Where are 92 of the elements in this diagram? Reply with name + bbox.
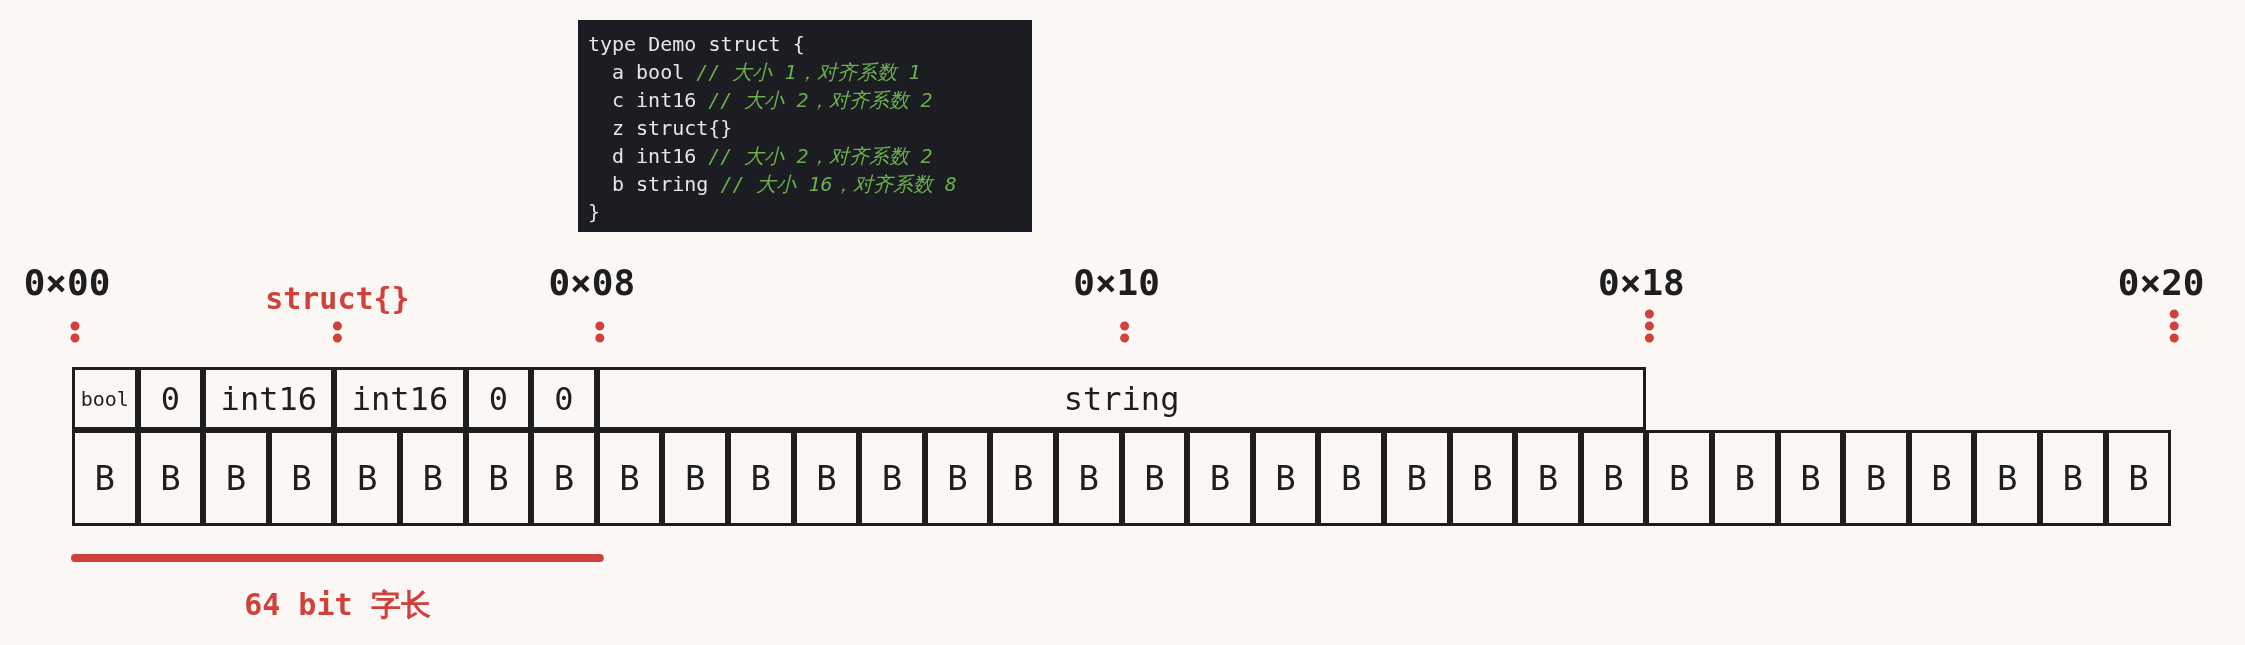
address-label: 0×20 [2117,262,2205,303]
byte-label: B [1472,458,1493,498]
field-label: 0 [160,379,180,418]
code-line: a bool // 大小 1，对齐系数 1 [611,59,921,86]
byte-cell [1515,430,1581,526]
byte-cell [1056,430,1122,526]
byte-label: B [750,458,772,498]
byte-cell [1974,430,2040,526]
field-label: bool [80,386,129,411]
byte-label: B [1537,458,1559,498]
byte-label: B [1603,458,1624,498]
field-cell [72,367,138,430]
byte-cell [1712,430,1778,526]
byte-label: B [1078,458,1100,498]
address-label: 0×00 [23,262,111,303]
byte-label: B [2128,458,2149,498]
byte-label: B [2062,458,2084,498]
byte-cell [2040,430,2106,526]
code-line: b string // 大小 16，对齐系数 8 [611,171,957,198]
byte-label: B [1406,458,1428,498]
byte-label: B [619,458,640,498]
marker-label: struct{} [265,281,410,316]
field-cell [596,367,1647,430]
byte-label: B [684,458,706,498]
byte-label: B [1865,458,1887,498]
byte-cell [1449,430,1516,526]
byte-cell [1908,430,1975,526]
byte-cell [137,430,204,526]
byte-label: B [291,458,312,498]
address-label: 0×10 [1073,262,1160,303]
byte-cell [728,430,794,526]
byte-label: B [881,458,903,498]
byte-cell [72,430,138,526]
byte-cell [662,430,728,526]
byte-cell [1580,430,1647,526]
field-cell [465,367,532,430]
byte-cell [400,430,466,526]
byte-label: B [1800,458,1821,498]
byte-cell [531,430,597,526]
code-line: d int16 // 大小 2，对齐系数 2 [611,143,933,170]
byte-cell [859,430,925,526]
byte-cell [1843,430,1909,526]
byte-label: B [1209,458,1231,498]
byte-label: B [356,458,378,498]
field-cell [334,367,466,430]
field-label: int16 [220,379,317,418]
byte-cell [1121,430,1188,526]
byte-label: B [1734,458,1756,498]
code-line: } [588,199,601,226]
byte-label: B [1275,458,1296,498]
byte-label: B [1996,458,2018,498]
byte-label: B [1012,458,1034,498]
byte-label: B [94,458,116,498]
byte-label: B [422,458,444,498]
code-line: z struct{} [611,115,733,142]
field-label: 0 [554,379,574,418]
field-cell [531,367,597,430]
byte-label: B [160,458,181,498]
byte-cell [203,430,269,526]
byte-label: B [1931,458,1952,498]
field-label: 0 [488,379,508,418]
field-cell [137,367,204,430]
field-cell [203,367,335,430]
byte-cell [1384,430,1450,526]
byte-cell [1187,430,1253,526]
byte-cell [1646,430,1712,526]
byte-label: B [225,458,247,498]
code-line: type Demo struct { [588,31,805,58]
byte-cell [268,430,335,526]
byte-cell [334,430,400,526]
byte-cell [1318,430,1384,526]
byte-cell [793,430,860,526]
byte-label: B [488,458,509,498]
field-label: string [1063,379,1180,418]
byte-cell [924,430,991,526]
byte-cell [990,430,1056,526]
byte-label: B [947,458,968,498]
address-label: 0×18 [1598,262,1685,303]
field-label: int16 [351,379,449,418]
byte-cell [465,430,532,526]
byte-label: B [1340,458,1362,498]
address-label: 0×08 [548,262,636,303]
word-size-label: 64 bit 字长 [244,586,431,624]
byte-cell [2105,430,2172,526]
byte-cell [1777,430,1844,526]
byte-label: B [1144,458,1165,498]
code-line: c int16 // 大小 2，对齐系数 2 [611,87,933,114]
byte-label: B [816,458,837,498]
byte-label: B [553,458,575,498]
byte-cell [1252,430,1319,526]
byte-label: B [1668,458,1690,498]
byte-cell [596,430,663,526]
